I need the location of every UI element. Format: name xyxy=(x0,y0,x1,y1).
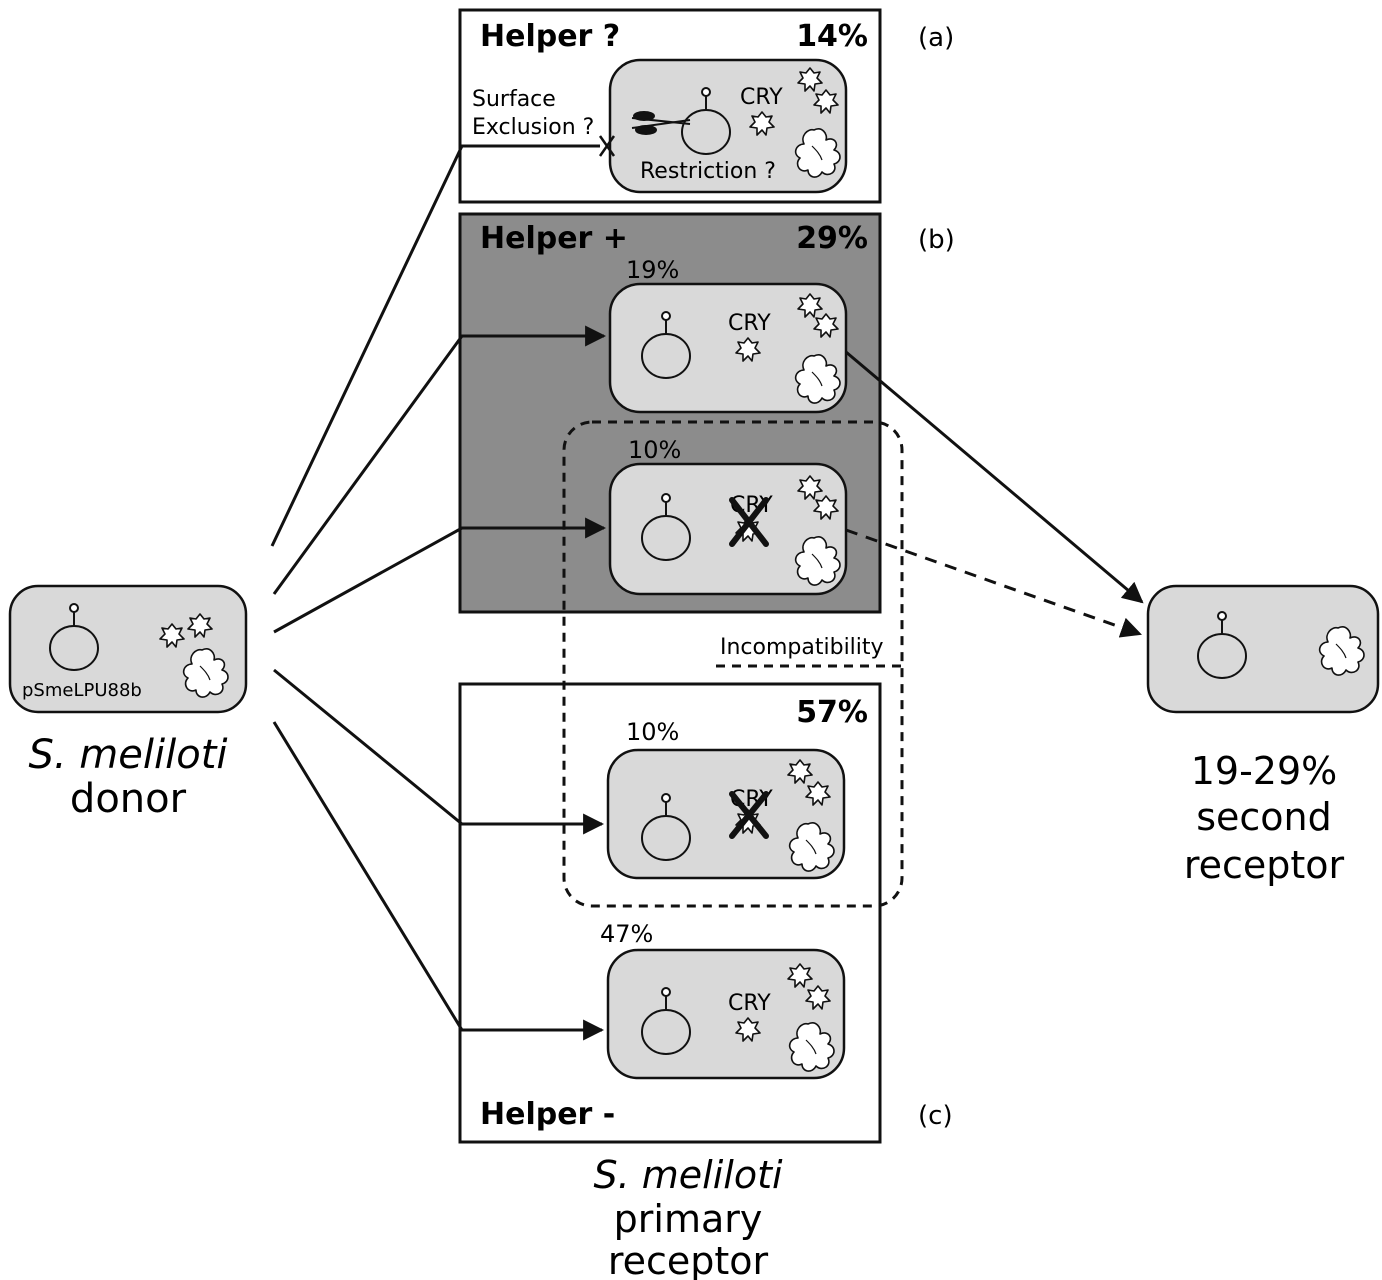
cell-a: CRY Restriction ? xyxy=(608,58,848,194)
cry-label: CRY xyxy=(728,311,771,336)
panel-b-tag: (b) xyxy=(918,225,955,255)
cell-b2: CRY xyxy=(608,462,848,596)
panel-a-heading: Helper ? xyxy=(480,19,620,54)
donor-label-2: donor xyxy=(70,776,187,822)
restriction-label: Restriction ? xyxy=(640,159,776,184)
incompatibility-label: Incompatibility xyxy=(720,635,884,660)
transfer-line-second-dashed xyxy=(845,528,1142,638)
primary-receptor-label: S. meliloti xyxy=(593,1153,782,1197)
second-receptor-cell xyxy=(1146,584,1380,714)
cell-b1: CRY xyxy=(608,282,848,414)
cell-c2-percent: 47% xyxy=(600,920,653,948)
donor-cell: pSmeLPU88b xyxy=(8,584,248,714)
cell-c2: CRY xyxy=(606,948,846,1080)
transfer-line-c2 xyxy=(272,721,605,1041)
cry-label: CRY xyxy=(740,85,783,110)
second-receptor-label-3: receptor xyxy=(1184,843,1345,887)
cry-label: CRY xyxy=(728,991,771,1016)
primary-receptor-label-2: primary xyxy=(614,1197,763,1241)
scissors-icon xyxy=(631,111,691,135)
transfer-line-second xyxy=(845,350,1144,604)
panel-a-percent: 14% xyxy=(796,19,868,54)
surface-exclusion-label-2: Exclusion ? xyxy=(472,115,594,140)
panel-b-heading: Helper + xyxy=(480,221,628,256)
cross-mark-icon xyxy=(729,497,769,547)
cell-c1-percent: 10% xyxy=(626,718,679,746)
transfer-line-c1 xyxy=(273,668,605,835)
second-receptor-label: 19-29% xyxy=(1191,749,1338,793)
panel-c-heading: Helper - xyxy=(480,1097,615,1132)
donor-label: S. meliloti xyxy=(28,732,227,778)
surface-exclusion-label: Surface xyxy=(472,87,556,112)
block-mark-icon xyxy=(598,135,616,157)
panel-a-tag: (a) xyxy=(918,23,954,53)
panel-c-percent: 57% xyxy=(796,695,868,730)
cell-b1-percent: 19% xyxy=(626,256,679,284)
primary-receptor-label-3: receptor xyxy=(608,1239,769,1280)
cell-b2-percent: 10% xyxy=(628,436,681,464)
panel-b-percent: 29% xyxy=(796,221,868,256)
second-receptor-label-2: second xyxy=(1196,795,1332,839)
plasmid-name-label: pSmeLPU88b xyxy=(22,680,142,701)
cell-c1: CRY xyxy=(606,748,846,880)
transfer-lines xyxy=(270,144,1144,1041)
panel-c-tag: (c) xyxy=(918,1101,953,1131)
transfer-line-b1 xyxy=(272,325,607,595)
transfer-line-b2 xyxy=(273,517,607,634)
transfer-line-a xyxy=(270,144,600,547)
cross-mark-icon xyxy=(729,791,769,839)
